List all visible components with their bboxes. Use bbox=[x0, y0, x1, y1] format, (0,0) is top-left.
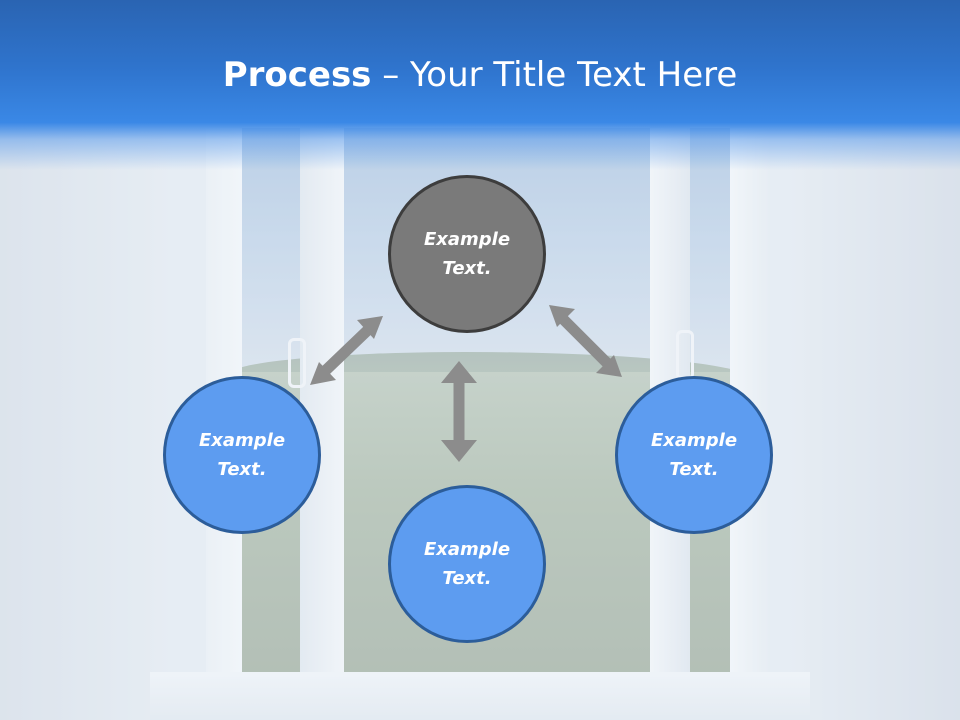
connector-top-left[interactable] bbox=[310, 316, 383, 385]
window-sill bbox=[150, 672, 810, 720]
node-bottom-text: Example Text. bbox=[423, 539, 511, 589]
process-node-left[interactable]: Example Text. bbox=[163, 376, 321, 534]
title-regular-part: – Your Title Text Here bbox=[371, 55, 738, 95]
connector-top-bottom[interactable] bbox=[441, 361, 477, 462]
window-handle-left bbox=[288, 338, 306, 388]
process-node-top[interactable]: Example Text. bbox=[388, 175, 546, 333]
process-node-bottom[interactable]: Example Text. bbox=[388, 485, 546, 643]
process-node-right[interactable]: Example Text. bbox=[615, 376, 773, 534]
connector-top-right[interactable] bbox=[549, 305, 622, 377]
slide-title[interactable]: Process – Your Title Text Here bbox=[0, 52, 960, 98]
node-top-text: Example Text. bbox=[423, 229, 511, 279]
node-left-text: Example Text. bbox=[198, 430, 286, 480]
node-right-text: Example Text. bbox=[650, 430, 738, 480]
title-bold-part: Process bbox=[222, 55, 372, 95]
title-band bbox=[0, 0, 960, 170]
